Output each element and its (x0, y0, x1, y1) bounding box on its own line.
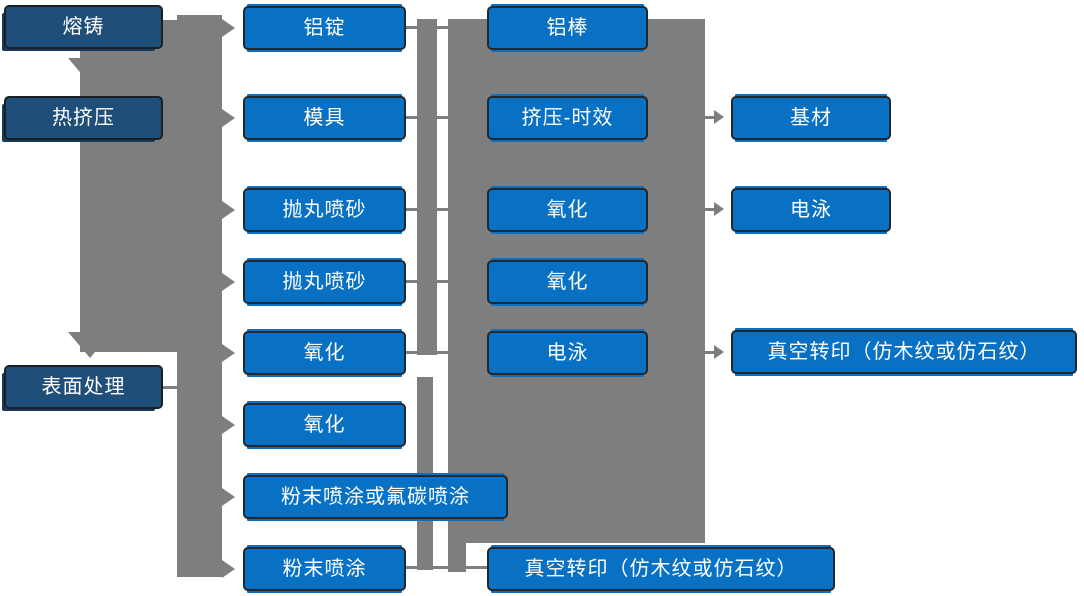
arrowhead-row3-icon (222, 201, 235, 219)
stub-row2 (406, 116, 450, 119)
arrow-down-to-hot-extrusion-icon (68, 58, 112, 84)
out-arrow-substrate-icon (714, 110, 724, 124)
node-shot-blast-sand-2: 抛丸喷砂 (243, 260, 406, 304)
stub-row5 (406, 351, 450, 354)
arrow-down-to-surface-treatment-icon (68, 332, 112, 358)
node-oxidation-c: 氧化 (487, 188, 648, 232)
node-melting-casting: 熔铸 (4, 5, 163, 49)
connector-left-band (80, 45, 163, 352)
node-aluminum-rod: 铝棒 (487, 6, 648, 50)
node-electrophoresis-a: 电泳 (487, 331, 648, 375)
node-powder-or-fluorocarbon-coating: 粉末喷涂或氟碳喷涂 (243, 475, 508, 519)
out-arrow-substrate-stem (703, 116, 715, 119)
out-arrow-vacuum-transfer-icon (714, 345, 724, 359)
arrowhead-row7-icon (222, 488, 235, 506)
node-extrusion-aging: 挤压-时效 (487, 96, 648, 140)
node-surface-treatment: 表面处理 (4, 365, 163, 409)
node-powder-coating: 粉末喷涂 (243, 547, 406, 591)
node-aluminum-ingot: 铝锭 (243, 6, 406, 50)
stub-row1 (406, 26, 450, 29)
node-shot-blast-sand-1: 抛丸喷砂 (243, 188, 406, 232)
arrowhead-row8-icon (222, 560, 235, 578)
out-arrow-electrophoresis-stem (703, 208, 715, 211)
node-mold: 模具 (243, 96, 406, 140)
node-oxidation-d: 氧化 (487, 260, 648, 304)
connector-mid-bar-lower-right (448, 377, 466, 572)
out-arrow-electrophoresis-icon (714, 202, 724, 216)
stub-row3 (406, 208, 450, 211)
out-arrow-vacuum-transfer-stem (703, 351, 715, 354)
connector-fanout-bar (177, 15, 222, 577)
arrowhead-row2-icon (222, 109, 235, 127)
connector-mid-bar-lower-left (417, 377, 433, 570)
node-electrophoresis-b: 电泳 (731, 188, 891, 232)
stub-row8 (406, 566, 487, 569)
arrowhead-row5-icon (222, 344, 235, 362)
node-oxidation-b: 氧化 (243, 403, 406, 447)
arrowhead-row4-icon (222, 273, 235, 291)
node-vacuum-transfer-mid: 真空转印（仿木纹或仿石纹） (731, 330, 1077, 374)
node-substrate: 基材 (731, 96, 891, 140)
connector-surface-treatment-to-bar (163, 386, 181, 389)
connector-mid-bar-upper (417, 19, 437, 355)
arrowhead-row1-icon (222, 19, 235, 37)
node-hot-extrusion: 热挤压 (4, 96, 163, 140)
arrowhead-row6-icon (222, 416, 235, 434)
node-oxidation-a: 氧化 (243, 331, 406, 375)
node-vacuum-transfer-bottom: 真空转印（仿木纹或仿石纹） (487, 547, 835, 591)
stub-row4 (406, 280, 450, 283)
